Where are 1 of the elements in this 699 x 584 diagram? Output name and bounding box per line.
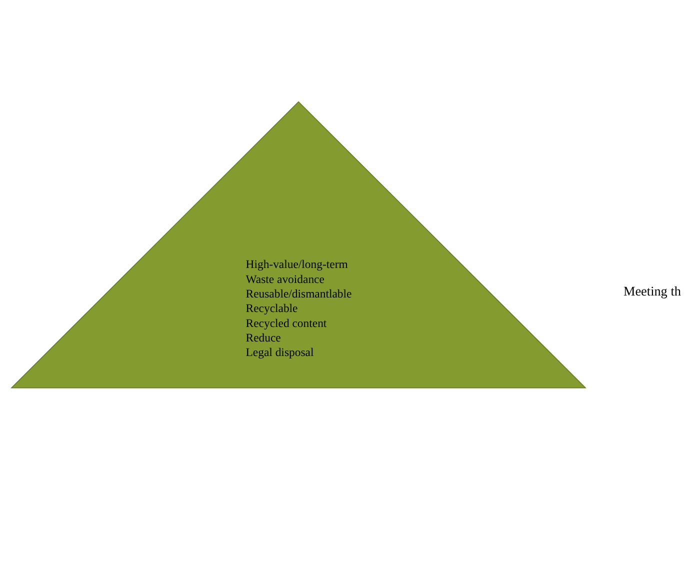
label: Meeting th [624, 283, 681, 298]
